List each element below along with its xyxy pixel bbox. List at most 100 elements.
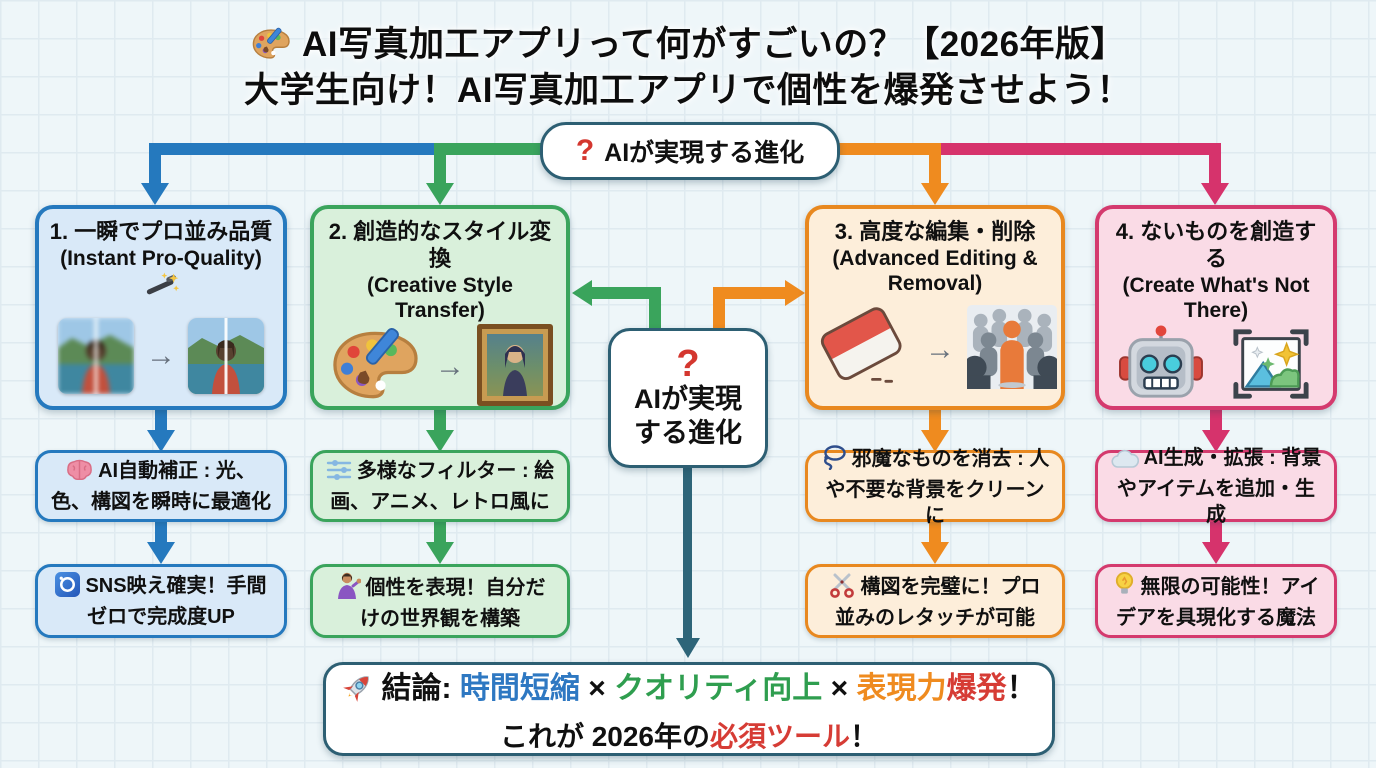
subbox2-2-text: 個性を表現！自分だけの世界観を構築 bbox=[360, 576, 546, 630]
after-photo-sharp bbox=[188, 318, 264, 394]
elbow-green-horizontal bbox=[590, 287, 661, 299]
arrowhead-col3-a bbox=[921, 430, 949, 452]
subbox-infinite-possibility: 無限の可能性！アイデアを具現化する魔法 bbox=[1095, 564, 1337, 638]
top-node-label: AIが実現する進化 bbox=[604, 139, 805, 167]
framed-painting-icon bbox=[477, 324, 553, 411]
connector-orange-vertical bbox=[929, 143, 941, 185]
center-node-line2: する進化 bbox=[634, 418, 742, 448]
subbox-ai-generate-expand: AI生成・拡張 : 背景やアイテムを追加・生成 bbox=[1095, 447, 1337, 526]
conclusion-label: 結論: bbox=[381, 672, 452, 705]
conclusion-line1: 結論: 時間短縮 × クオリティ向上 × 表現力爆発！ bbox=[342, 663, 1037, 711]
arrowhead-green-left bbox=[572, 280, 592, 306]
connector-green-vertical bbox=[434, 143, 446, 185]
conclusion-times-2: × bbox=[830, 672, 849, 705]
center-node-line1: AIが実現 bbox=[634, 384, 742, 415]
arrowhead-col1-a bbox=[147, 430, 175, 452]
box-advanced-editing-removal: 3. 高度な編集・削除 (Advanced Editing & Removal)… bbox=[805, 205, 1065, 410]
arrowhead-col4-a bbox=[1202, 430, 1230, 452]
connector-orange-horizontal bbox=[836, 143, 941, 155]
subbox-express-individuality: 個性を表現！自分だけの世界観を構築 bbox=[310, 564, 570, 638]
conclusion-exclaim-1: ！ bbox=[1006, 672, 1037, 705]
subbox-ai-auto-correction: AI自動補正 : 光、色、構図を瞬時に最適化 bbox=[35, 450, 287, 522]
conclusion-must-tool: 必須ツール bbox=[710, 721, 851, 752]
eraser-icon bbox=[813, 307, 913, 392]
arrowhead-col1-b bbox=[147, 542, 175, 564]
arrow-col2-a bbox=[434, 410, 446, 434]
lightbulb-icon bbox=[1113, 571, 1136, 605]
conclusion-seg-time: 時間短縮 bbox=[459, 672, 580, 705]
before-photo-blurry bbox=[58, 318, 134, 394]
box2-header-en: (Creative Style Transfer) bbox=[367, 273, 513, 323]
connector-pink-vertical bbox=[1209, 143, 1221, 185]
arrow-col4-b bbox=[1210, 522, 1222, 546]
arrow-col1-a bbox=[155, 410, 167, 434]
crowd-icon bbox=[967, 305, 1057, 394]
arrowhead-green-down bbox=[426, 183, 454, 205]
arrowhead-orange-down bbox=[921, 183, 949, 205]
subbox-perfect-composition: 構図を完璧に！プロ並みのレタッチが可能 bbox=[805, 564, 1065, 638]
conclusion-times-1: × bbox=[588, 672, 606, 705]
arrow-col3-b bbox=[929, 522, 941, 546]
question-icon: ? bbox=[575, 134, 595, 167]
arrow-col4-a bbox=[1210, 410, 1222, 434]
person-tipping-hand-icon bbox=[335, 571, 361, 606]
arrowhead-col3-b bbox=[921, 542, 949, 564]
image-sparkles-icon bbox=[1228, 324, 1314, 409]
top-node-ai-evolution: ? AIが実現する進化 bbox=[540, 122, 840, 180]
title-text-1: AI写真加工アプリって何がすごいの？【2026年版】 bbox=[301, 25, 1127, 64]
subbox1-1-text: AI自動補正 : 光、色、構図を瞬時に最適化 bbox=[51, 459, 271, 513]
conclusion-seg-quality: クオリティ向上 bbox=[614, 672, 823, 705]
subbox-various-filters: 多様なフィルター : 絵画、アニメ、レトロ風に bbox=[310, 450, 570, 522]
conclusion-seg-explosion: 爆発 bbox=[946, 672, 1007, 705]
lasso-icon bbox=[821, 444, 847, 477]
box2-header-jp: 2. 創造的なスタイル変換 bbox=[328, 219, 552, 271]
conclusion-line2-prefix: これが 2026年の bbox=[499, 721, 711, 752]
rocket-icon bbox=[342, 671, 374, 711]
robot-icon bbox=[1118, 324, 1204, 409]
subbox-erase-obstacles: 邪魔なものを消去 : 人や不要な背景をクリーンに bbox=[805, 450, 1065, 527]
connector-blue-vertical bbox=[149, 143, 161, 185]
box4-header-en: (Create What's Not There) bbox=[1122, 273, 1310, 323]
connector-green-horizontal bbox=[434, 143, 544, 155]
conclusion-box: 結論: 時間短縮 × クオリティ向上 × 表現力爆発！ これが 2026年の必須… bbox=[323, 662, 1055, 756]
arrowhead-col2-b bbox=[426, 542, 454, 564]
center-node-ai-evolution: ? AIが実現 する進化 bbox=[608, 328, 768, 468]
box4-header-jp: 4. ないものを創造する bbox=[1115, 219, 1317, 271]
magic-wand-icon bbox=[141, 271, 181, 308]
scissors-icon bbox=[830, 572, 856, 605]
arrowhead-orange-right bbox=[785, 280, 805, 306]
elbow-green-vertical bbox=[649, 287, 661, 330]
subbox3-2-text: 構図を完璧に！プロ並みのレタッチが可能 bbox=[835, 575, 1041, 629]
subbox4-1-text: AI生成・拡張 : 背景やアイテムを追加・生成 bbox=[1117, 446, 1322, 526]
conclusion-exclaim-2: ！ bbox=[850, 721, 879, 752]
conclusion-line2: これが 2026年の必須ツール！ bbox=[500, 715, 878, 755]
camera-app-icon bbox=[55, 572, 80, 604]
arrow-center-to-conclusion bbox=[683, 468, 692, 640]
subbox2-1-text: 多様なフィルター : 絵画、アニメ、レトロ風に bbox=[330, 459, 555, 513]
arrowhead-pink-down bbox=[1201, 183, 1229, 205]
subbox-sns-ready: SNS映え確実！手間ゼロで完成度UP bbox=[35, 564, 287, 638]
box-creative-style-transfer: 2. 創造的なスタイル変換 (Creative Style Transfer) … bbox=[310, 205, 570, 410]
conclusion-seg-expression: 表現力 bbox=[856, 672, 947, 705]
box3-header-en: (Advanced Editing & Removal) bbox=[832, 246, 1038, 296]
subbox1-2-text: SNS映え確実！手間ゼロで完成度UP bbox=[85, 575, 267, 628]
box1-header-en: (Instant Pro-Quality) bbox=[60, 246, 262, 270]
cloud-icon bbox=[1111, 449, 1139, 476]
arrowhead-blue-down bbox=[141, 183, 169, 205]
arrow-col3-a bbox=[929, 410, 941, 434]
palette-icon bbox=[327, 324, 423, 411]
subbox3-1-text: 邪魔なものを消去 : 人や不要な背景をクリーンに bbox=[825, 447, 1050, 527]
box3-header-jp: 3. 高度な編集・削除 bbox=[834, 219, 1036, 244]
arrowhead-teal-down bbox=[676, 638, 700, 658]
elbow-orange-vertical bbox=[713, 287, 725, 330]
arrow-col2-b bbox=[434, 522, 446, 546]
sliders-icon bbox=[326, 458, 352, 489]
question-icon: ? bbox=[676, 343, 700, 386]
arrowhead-col2-a bbox=[426, 430, 454, 452]
box1-header-jp: 1. 一瞬でプロ並み品質 bbox=[49, 219, 273, 244]
box-create-whats-not-there: 4. ないものを創造する (Create What's Not There) bbox=[1095, 205, 1337, 410]
transform-arrow-icon: → bbox=[146, 339, 176, 372]
subbox4-2-text: 無限の可能性！アイデアを具現化する魔法 bbox=[1116, 576, 1320, 629]
page-title-line2: 大学生向け！AI写真加工アプリで個性を爆発させよう！ bbox=[0, 62, 1376, 113]
